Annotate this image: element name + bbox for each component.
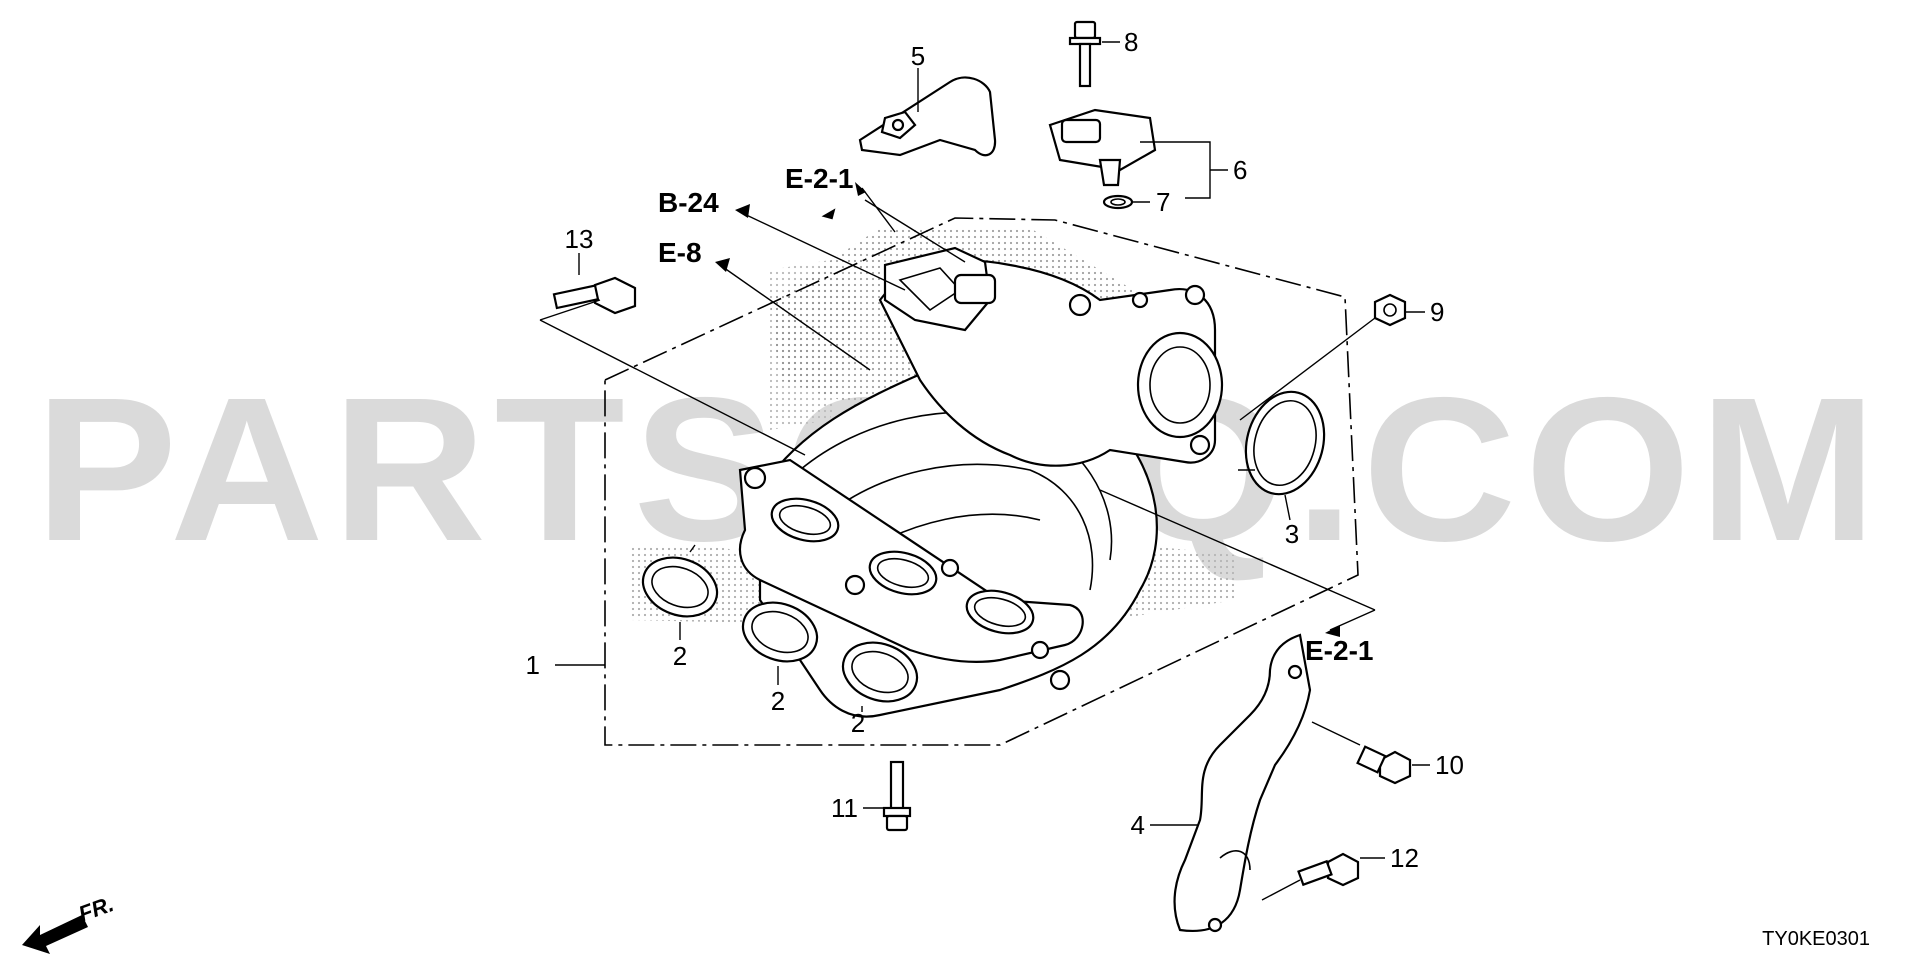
callout-1: 1 [526,650,540,680]
throttle-gasket [1238,390,1326,521]
bolt-part-10 [1311,721,1430,785]
bracket-part-4 [1150,633,1312,933]
callout-10: 10 [1435,750,1464,780]
ref-e-8: E-8 [658,237,702,268]
ref-e-2-1-bottom: E-2-1 [1305,635,1373,666]
bolt-part-8 [1068,20,1120,88]
callout-5: 5 [911,41,925,71]
bolt-part-11 [863,760,912,832]
reference-labels: E-2-1 B-24 E-8 E-2-1 [658,163,1373,666]
diagram-code: TY0KE0301 [1762,928,1870,950]
callout-6: 6 [1233,155,1247,185]
intake-manifold [738,246,1224,718]
nut-part-9 [1373,293,1425,327]
callout-4: 4 [1131,810,1145,840]
ref-b-24: B-24 [658,187,719,218]
bolt-part-13 [552,253,637,315]
callout-3: 3 [1285,519,1299,549]
callout-12: 12 [1390,843,1419,873]
manifold-gaskets [641,544,919,712]
front-arrow-icon [22,915,88,954]
reference-leaders [539,182,1376,637]
callout-2c: 2 [851,708,865,738]
bracket-part-5 [858,68,997,157]
map-sensor [1048,108,1228,210]
ref-e-2-1-top: E-2-1 [785,163,853,194]
callout-9: 9 [1430,297,1444,327]
front-direction-marker: FR. [22,891,117,954]
callout-7: 7 [1156,187,1170,217]
callout-8: 8 [1124,27,1138,57]
callout-13: 13 [565,224,594,254]
callout-11: 11 [831,793,858,823]
callouts: 1 2 2 2 3 4 5 6 7 8 9 10 11 12 13 [526,27,1464,873]
bolt-part-12 [1261,852,1385,901]
callout-2a: 2 [673,641,687,671]
callout-2b: 2 [771,686,785,716]
assembly-boundary [604,217,1359,746]
front-label: FR. [75,891,117,927]
